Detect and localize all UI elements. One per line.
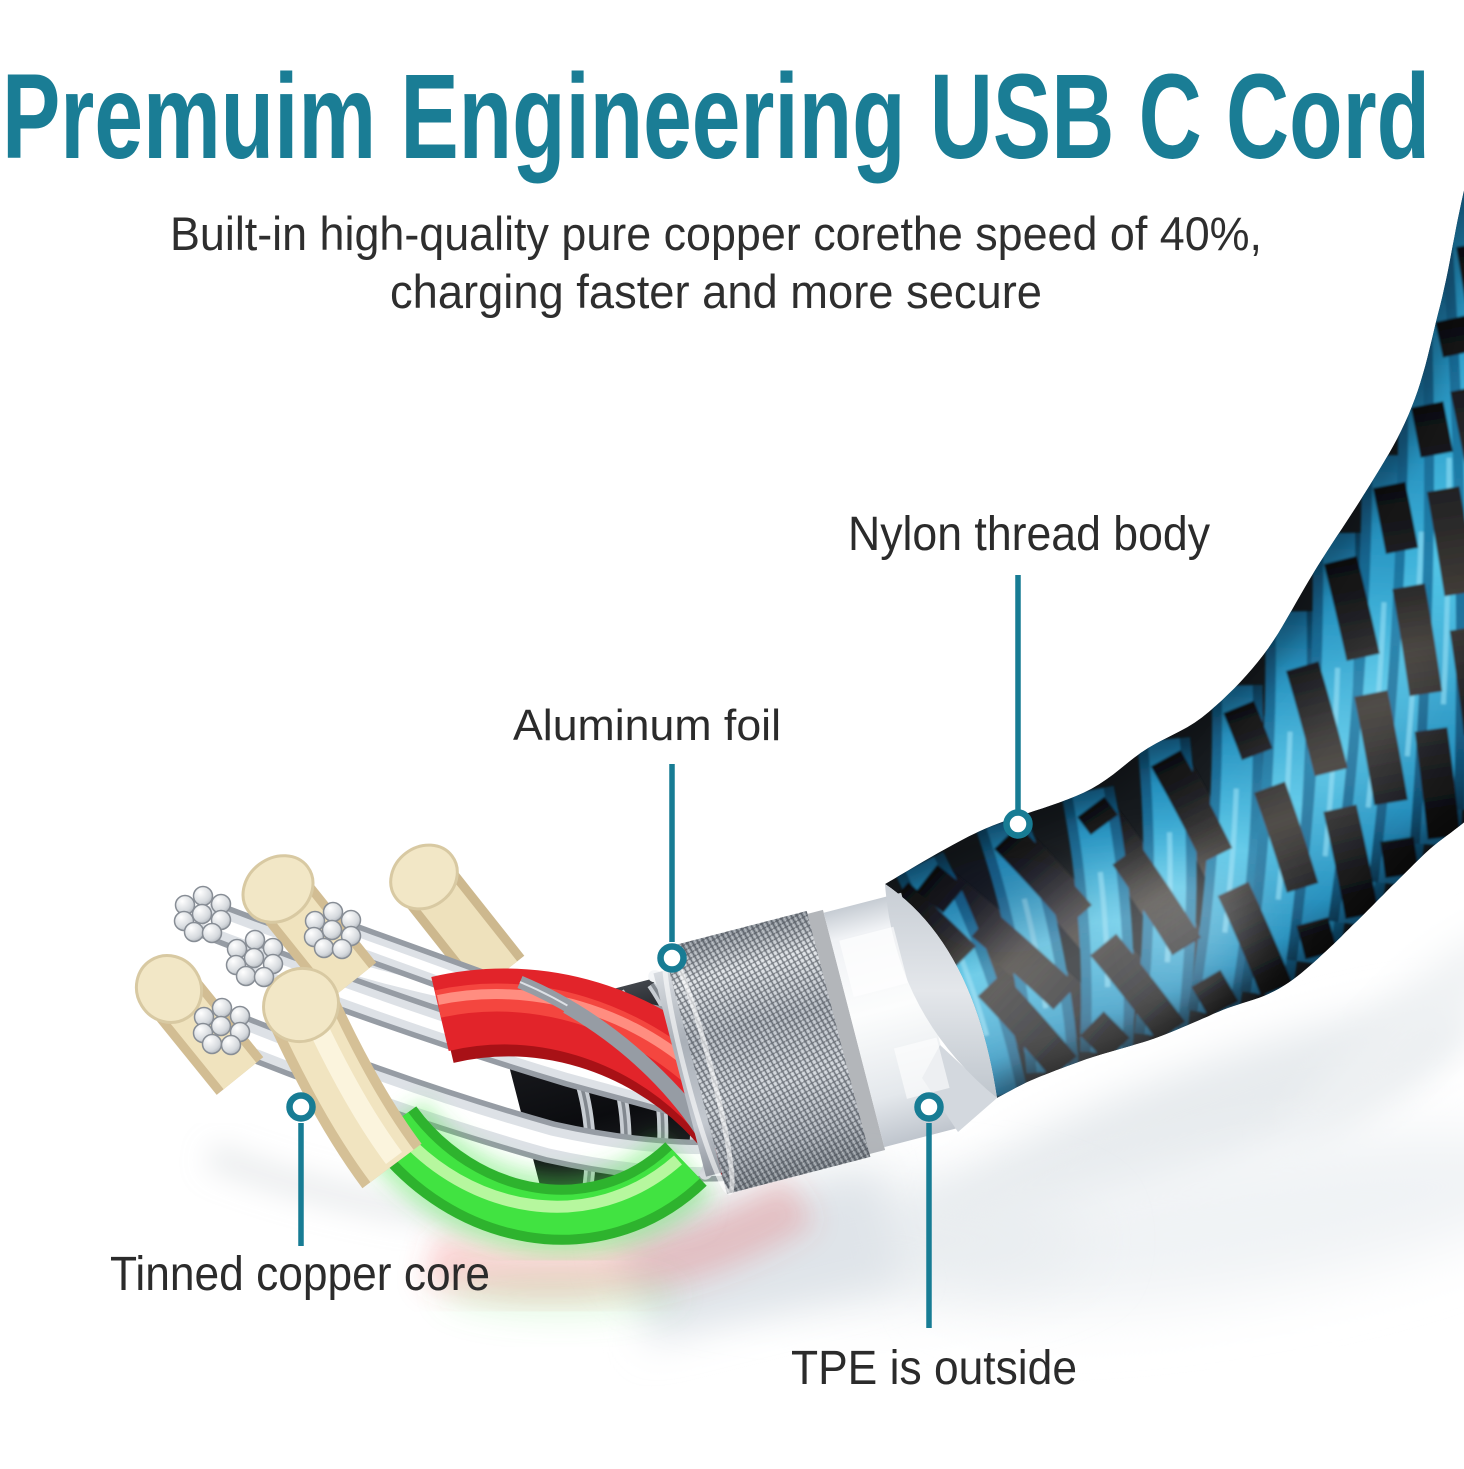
svg-text:Tinned copper core: Tinned copper core [110, 1248, 490, 1301]
svg-text:TPE is outside: TPE is outside [791, 1342, 1077, 1395]
svg-text:Premuim Engineering USB C Cord: Premuim Engineering USB C Cord [2, 48, 1430, 184]
svg-text:charging faster and more secur: charging faster and more secure [390, 265, 1042, 318]
svg-text:Nylon thread body: Nylon thread body [848, 508, 1210, 561]
svg-text:Built-in high-quality pure cop: Built-in high-quality pure copper coreth… [170, 207, 1262, 260]
svg-text:Aluminum foil: Aluminum foil [513, 701, 781, 750]
